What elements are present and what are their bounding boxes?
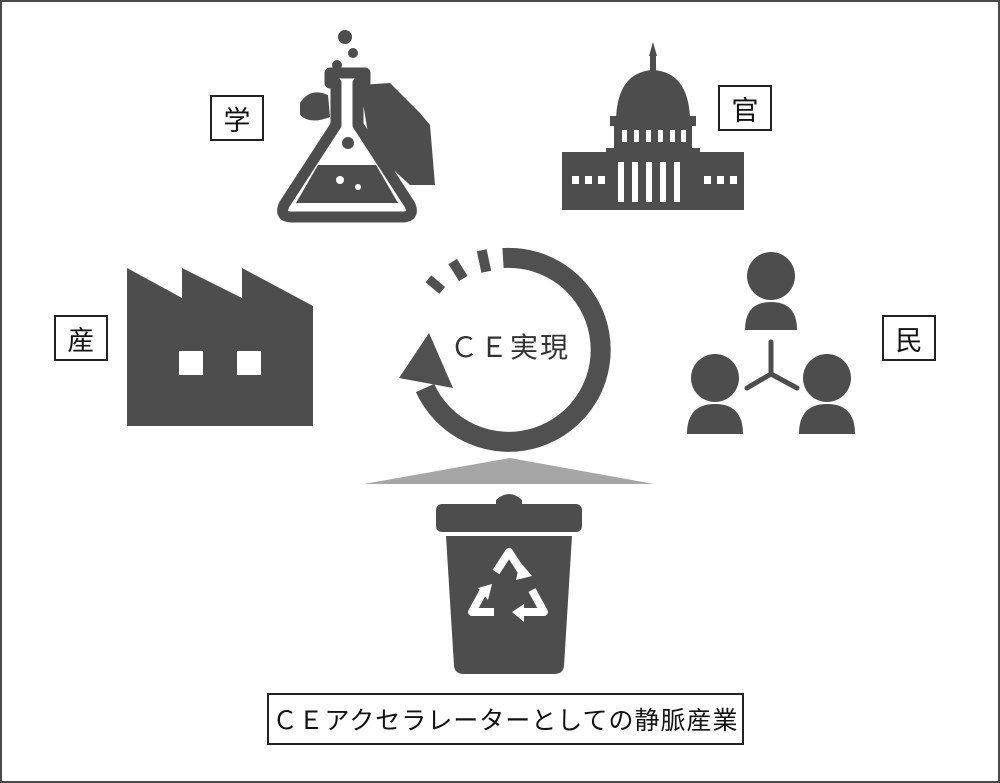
cycle-arrow-icon (399, 247, 611, 452)
factory-icon (127, 268, 313, 426)
center-label: ＣＥ実現 (450, 331, 571, 364)
government-label: 官 (718, 85, 772, 131)
industry-label: 産 (54, 315, 108, 361)
support-wedge (364, 458, 654, 484)
people-network-icon (687, 252, 855, 434)
recycle-bin-icon (436, 494, 582, 674)
bottom-caption: ＣＥアクセラレーターとしての静脈産業 (267, 693, 744, 745)
citizens-label: 民 (882, 315, 936, 361)
flask-icon (277, 30, 435, 223)
academia-label: 学 (210, 95, 264, 141)
capitol-icon (562, 42, 744, 210)
